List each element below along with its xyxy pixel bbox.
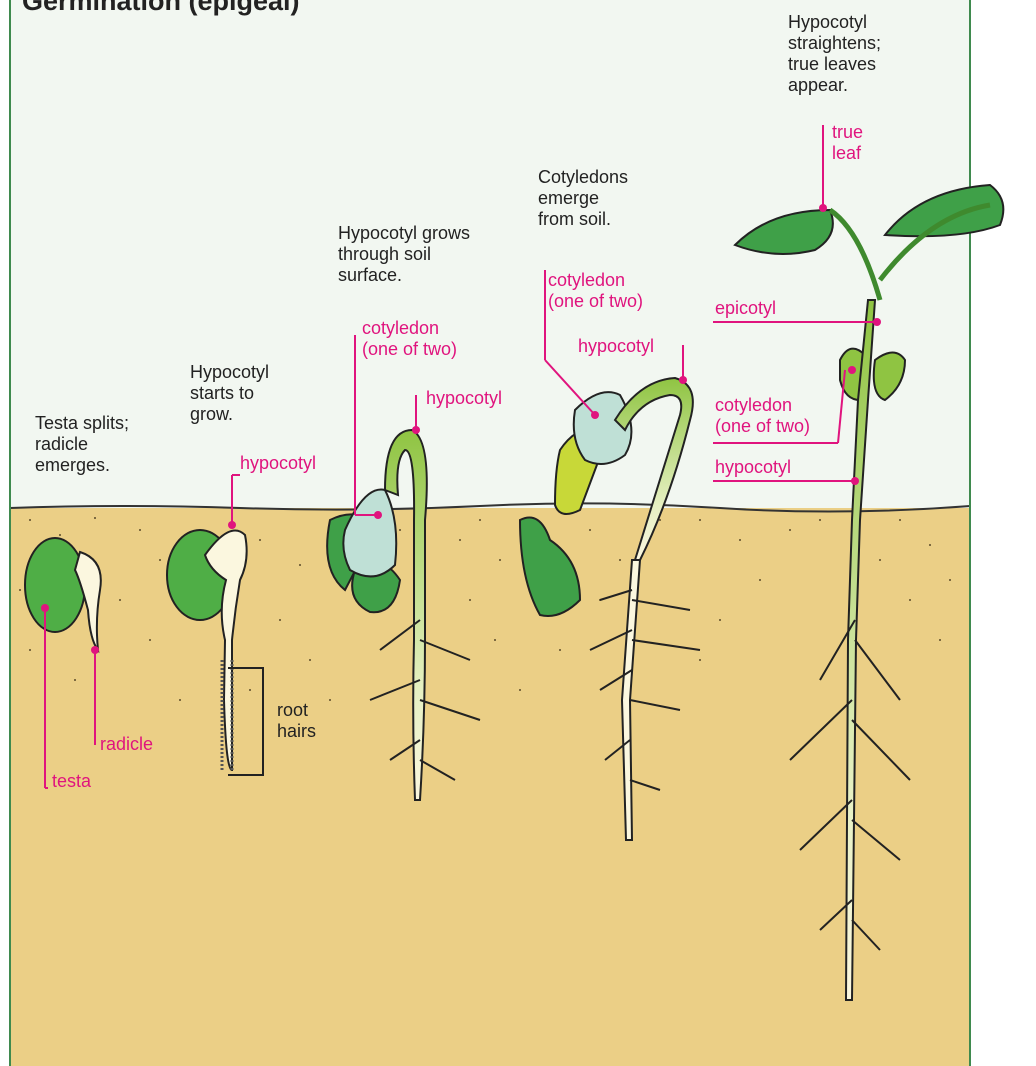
label-radicle: radicle bbox=[100, 734, 153, 755]
stage3-caption: Hypocotyl grows through soil surface. bbox=[338, 223, 470, 286]
stage1-caption: Testa splits; radicle emerges. bbox=[35, 413, 129, 476]
label-epicotyl: epicotyl bbox=[715, 298, 776, 319]
label-root-hairs: root hairs bbox=[277, 700, 316, 742]
label-hypocotyl-stage5: hypocotyl bbox=[715, 457, 791, 478]
page-title: Germination (epigeal) bbox=[22, 0, 300, 17]
soil-background bbox=[10, 508, 970, 1066]
stage4-caption: Cotyledons emerge from soil. bbox=[538, 167, 628, 230]
label-hypocotyl-stage2: hypocotyl bbox=[240, 453, 316, 474]
label-testa: testa bbox=[52, 771, 91, 792]
label-cotyledon-stage4: cotyledon (one of two) bbox=[548, 270, 643, 312]
label-cotyledon-stage5: cotyledon (one of two) bbox=[715, 395, 810, 437]
label-cotyledon-stage3: cotyledon (one of two) bbox=[362, 318, 457, 360]
stage2-caption: Hypocotyl starts to grow. bbox=[190, 362, 269, 425]
label-hypocotyl-stage4: hypocotyl bbox=[578, 336, 654, 357]
label-hypocotyl-stage3: hypocotyl bbox=[426, 388, 502, 409]
stage5-caption: Hypocotyl straightens; true leaves appea… bbox=[788, 12, 881, 96]
label-true-leaf: true leaf bbox=[832, 122, 863, 164]
